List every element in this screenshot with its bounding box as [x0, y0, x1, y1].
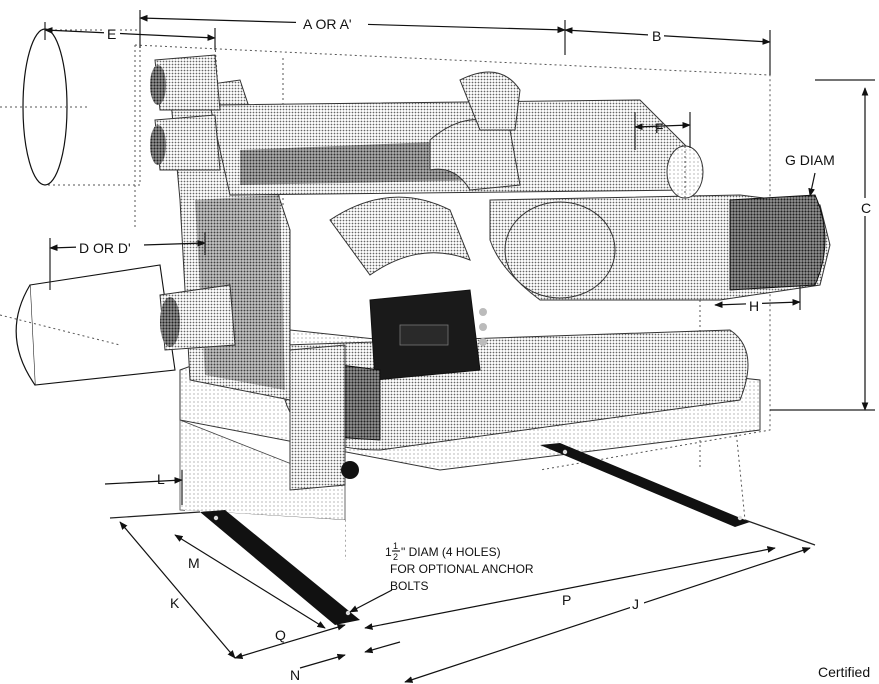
dim-line-q [234, 623, 346, 660]
dim-line-l [104, 470, 183, 505]
front-support [289, 344, 359, 491]
anchor-bolt-note: 1 1 2 " DIAM (4 HOLES) FOR OPTIONAL ANCH… [385, 541, 534, 593]
label-d: D OR D' [79, 240, 131, 256]
note-fraction-num: 1 [393, 541, 398, 551]
cooler-waterbox-phantom [0, 264, 176, 386]
note-line-1: " DIAM (4 HOLES) [401, 545, 501, 559]
dim-line-n [299, 641, 401, 669]
label-p: P [562, 592, 571, 608]
label-j: J [632, 596, 639, 612]
cooler-nozzle [159, 284, 236, 351]
label-a: A OR A' [303, 16, 352, 32]
certified-caption: Certified [818, 664, 871, 680]
dim-line-f [634, 112, 691, 150]
condenser-waterbox-phantom [0, 28, 141, 186]
dim-line-e [44, 22, 216, 50]
note-fraction-den: 2 [393, 552, 398, 562]
dim-line-b [564, 27, 771, 75]
note-fraction-whole: 1 [385, 545, 392, 559]
note-line-3: BOLTS [390, 579, 428, 593]
suction-elbow [329, 71, 521, 276]
note-line-2: FOR OPTIONAL ANCHOR [390, 562, 534, 576]
label-c: C [861, 200, 871, 216]
label-h: H [749, 298, 759, 314]
label-e: E [107, 26, 116, 42]
label-k: K [170, 595, 180, 611]
label-m: M [188, 555, 200, 571]
anchor-note-leader [349, 589, 393, 613]
dim-line-c [770, 79, 875, 411]
dim-line-g [808, 172, 816, 197]
label-q: Q [275, 627, 286, 643]
relief-nozzle [666, 145, 704, 199]
label-f: F [655, 120, 664, 136]
label-n: N [290, 667, 300, 683]
dim-line-k [109, 511, 236, 659]
label-g-diam: G DIAM [785, 152, 835, 168]
motor-end-cap [729, 194, 826, 291]
label-b: B [652, 28, 661, 44]
control-panel [369, 289, 487, 381]
condenser-nozzles [150, 54, 221, 171]
dim-line-j [404, 519, 816, 683]
label-l: L [157, 471, 165, 487]
